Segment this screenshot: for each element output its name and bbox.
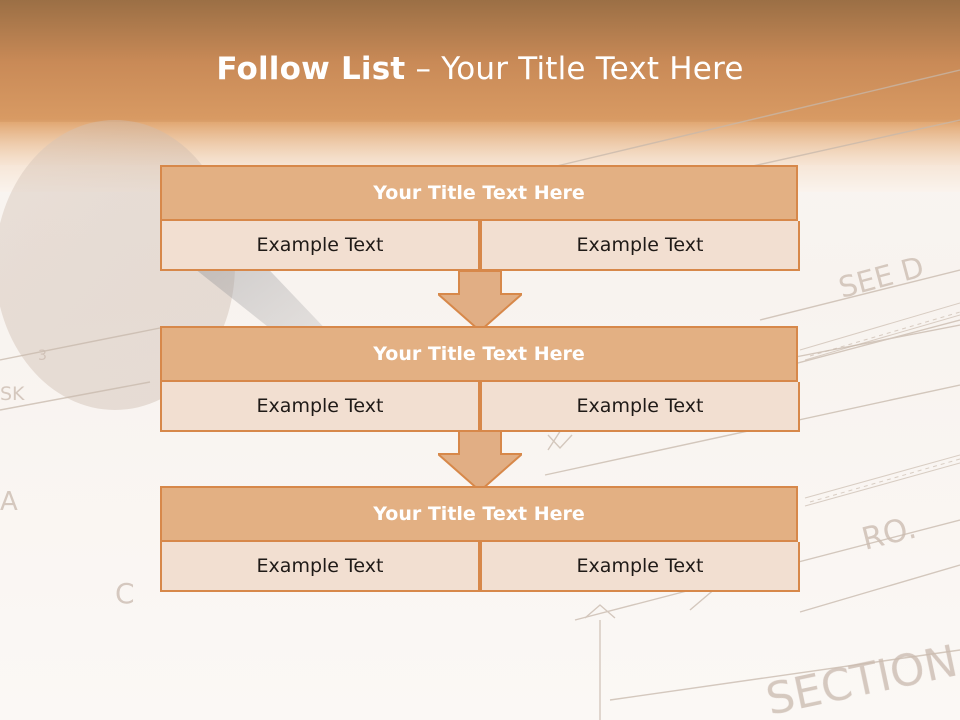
blueprint-section-label: SECTION [762,636,960,720]
slide-title: Follow List – Your Title Text Here [0,52,960,86]
blueprint-see-label: SEE D [835,250,927,305]
flow-step-2: Your Title Text Here Example Text Exampl… [160,326,800,432]
flow-step-body-3: Example Text Example Text [160,542,800,592]
flow-step-left-text-2: Example Text [160,382,480,432]
flow-step-3: Your Title Text Here Example Text Exampl… [160,486,800,592]
flow-step-right-text-3: Example Text [480,542,800,592]
flow-step-right-text-1: Example Text [480,221,800,271]
flow-step-body-1: Example Text Example Text [160,221,800,271]
flow-step-body-2: Example Text Example Text [160,382,800,432]
slide-title-rest: – Your Title Text Here [405,51,744,87]
flow-step-right-text-2: Example Text [480,382,800,432]
down-arrow-icon [438,431,522,491]
slide-title-strong: Follow List [216,51,406,87]
flow-step-left-text-3: Example Text [160,542,480,592]
blueprint-a-label: A [0,487,18,517]
blueprint-3-label: 3 [38,348,47,364]
blueprint-c-label: C [115,577,135,610]
blueprint-sk-label: SK [0,383,25,405]
flow-step-left-text-1: Example Text [160,221,480,271]
flow-step-title-1: Your Title Text Here [160,165,798,221]
blueprint-ro-label: RO. [858,510,920,558]
flow-step-1: Your Title Text Here Example Text Exampl… [160,165,800,271]
flow-step-title-3: Your Title Text Here [160,486,798,542]
down-arrow-icon [438,271,522,331]
flow-step-title-2: Your Title Text Here [160,326,798,382]
